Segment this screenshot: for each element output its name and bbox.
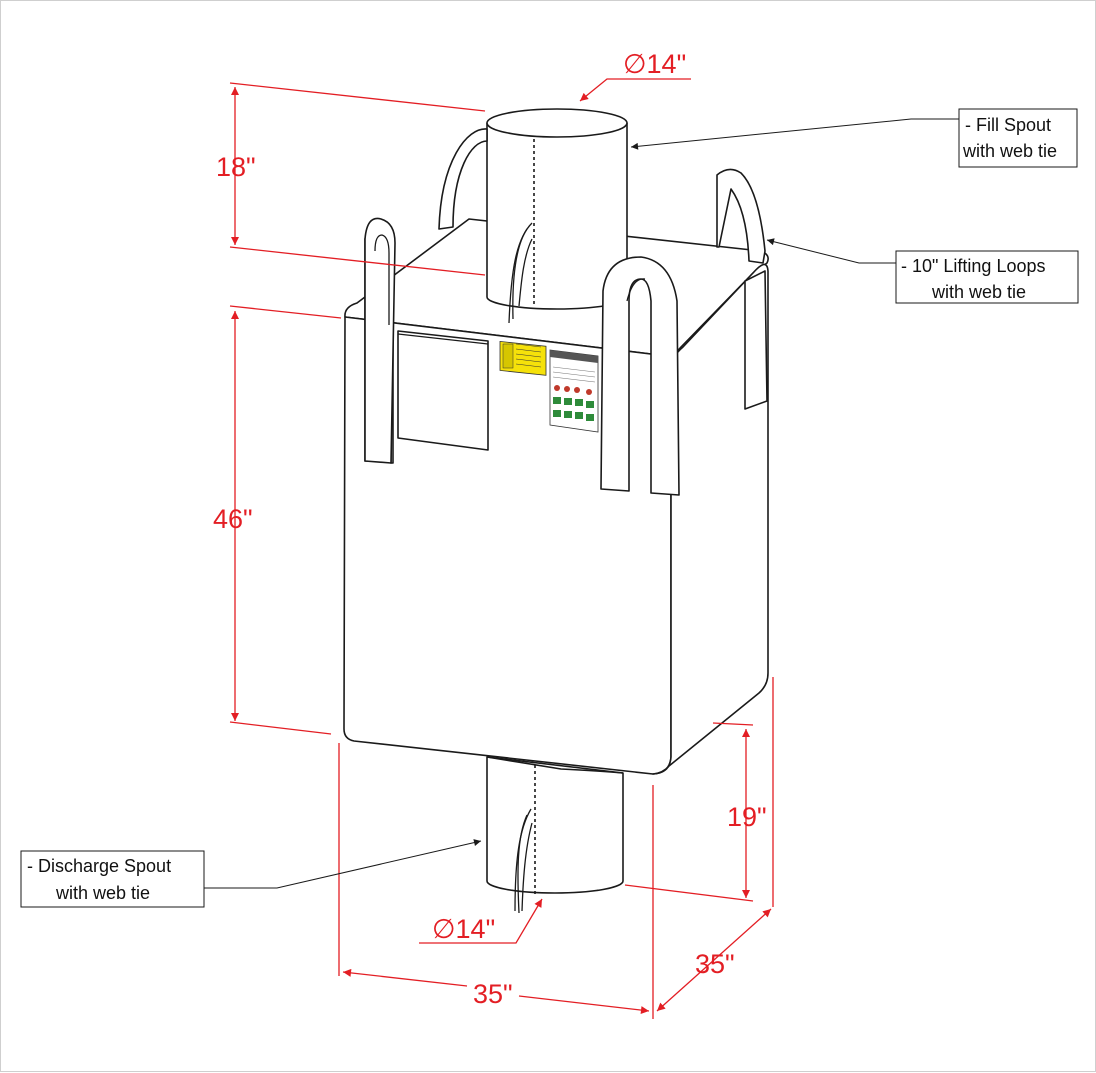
lifting-loops-callout-line1: - 10" Lifting Loops — [901, 256, 1045, 276]
bag-right-face — [652, 263, 769, 775]
fill-spout-diameter-label: ∅14" — [623, 49, 686, 79]
callout-fill-spout: - Fill Spout with web tie — [630, 108, 1078, 168]
discharge-spout-diameter-label: ∅14" — [432, 914, 495, 944]
lifting-loops-callout-line2: with web tie — [931, 282, 1026, 302]
instruction-label — [549, 349, 599, 433]
ext-line-spout-top — [712, 722, 754, 726]
dim-discharge-spout-height: 19" — [727, 802, 767, 832]
discharge-spout-callout-line2: with web tie — [55, 883, 150, 903]
ext-line-top-spout — [229, 82, 486, 112]
dim-bag-width: 35" — [473, 979, 513, 1009]
leader-fill-spout-diameter — [579, 78, 691, 102]
dim-bag-depth: 35" — [695, 949, 735, 979]
dim-discharge-spout-diameter: 14" — [456, 914, 496, 944]
diameter-symbol-bottom: ∅ — [432, 914, 456, 944]
callout-discharge-spout: - Discharge Spout with web tie — [20, 839, 482, 908]
diameter-symbol: ∅ — [623, 49, 647, 79]
fill-spout-callout-line1: - Fill Spout — [965, 115, 1051, 135]
ext-line-spout-base — [229, 246, 486, 276]
ext-line-spout-bottom — [624, 884, 754, 902]
lifting-loop-right — [600, 256, 680, 496]
document-pouch — [397, 330, 489, 451]
discharge-spout — [486, 756, 624, 914]
lifting-loops — [364, 128, 768, 496]
dim-fill-spout-height: 18" — [216, 152, 256, 182]
dim-fill-spout-diameter: 14" — [647, 49, 687, 79]
callout-lifting-loops: - 10" Lifting Loops with web tie — [766, 238, 1079, 304]
warning-label — [499, 341, 547, 376]
discharge-spout-callout-line1: - Discharge Spout — [27, 856, 171, 876]
fill-spout — [486, 108, 628, 324]
dimensions: 18" 46" ∅14" 19" ∅14" 35" 35" — [213, 49, 774, 1019]
dim-line-bag-depth — [656, 908, 772, 1012]
dim-line-width-right — [518, 995, 650, 1015]
ext-line-bag-top — [229, 305, 342, 319]
fill-spout-callout-line2: with web tie — [962, 141, 1057, 161]
dim-bag-height: 46" — [213, 504, 253, 534]
dim-line-width-left — [342, 968, 468, 987]
leader-discharge-spout-diameter — [419, 898, 543, 944]
ext-line-bag-bottom — [229, 721, 332, 735]
